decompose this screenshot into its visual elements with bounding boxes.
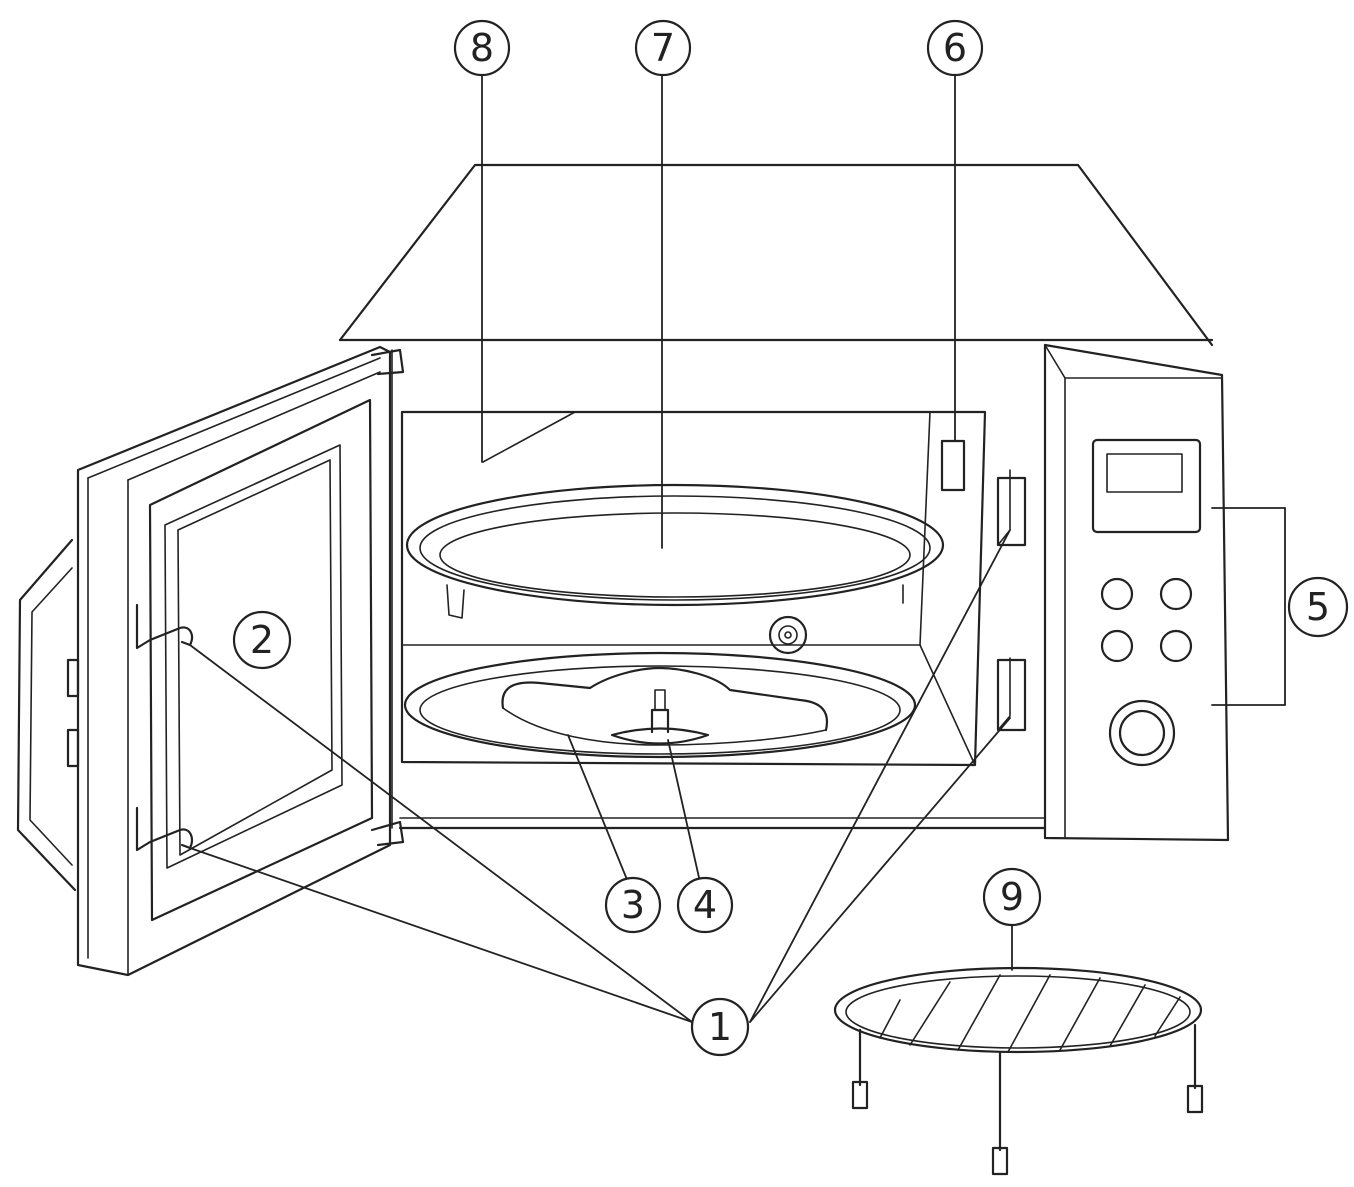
callout-9: 9 [982,867,1042,927]
callout-6: 6 [926,19,984,77]
oven-cavity [400,410,987,767]
shaft-post [650,708,670,734]
button-top-left [1100,577,1134,611]
dial-knob-inner [1118,709,1166,757]
latch-hook-bottom [135,806,194,852]
door-hinge-bottom [370,820,405,847]
callout-2: 2 [232,610,292,670]
callout-3-label: 3 [621,883,645,927]
callout-8-label: 8 [470,26,494,70]
callout-7: 7 [634,19,692,77]
button-bottom-left [1100,629,1134,663]
callout-8: 8 [453,19,511,77]
callout-4: 4 [676,876,734,934]
display-frame [1091,438,1202,534]
door-handle [16,538,77,892]
microwave-body [338,163,1214,830]
latch-slots [996,469,1027,732]
waveguide-cover [940,439,966,492]
coupler-outer [768,615,808,655]
callout-4-label: 4 [693,883,717,927]
door-hinge-top [370,348,405,376]
leader-lines [189,71,1286,1023]
display-screen [1106,453,1183,493]
shaft-base [610,727,710,745]
button-top-right [1159,577,1193,611]
callout-5-label: 5 [1306,585,1330,629]
control-panel [1043,343,1230,842]
wire-rack [833,966,1204,1176]
callout-1-label: 1 [708,1005,732,1049]
callout-6-label: 6 [943,26,967,70]
roller-ring-and-shaft [403,651,917,759]
callout-3: 3 [604,876,662,934]
callout-7-label: 7 [651,26,675,70]
button-bottom-right [1159,629,1193,663]
coupler-inner [778,625,798,645]
callout-2-label: 2 [250,618,274,662]
door [16,345,405,977]
glass-tray [405,483,945,619]
latch-hook-top [135,603,194,650]
callout-1: 1 [690,997,750,1057]
callout-9-label: 9 [1000,875,1024,919]
dial-knob-outer [1108,699,1176,767]
callout-5: 5 [1287,576,1349,638]
